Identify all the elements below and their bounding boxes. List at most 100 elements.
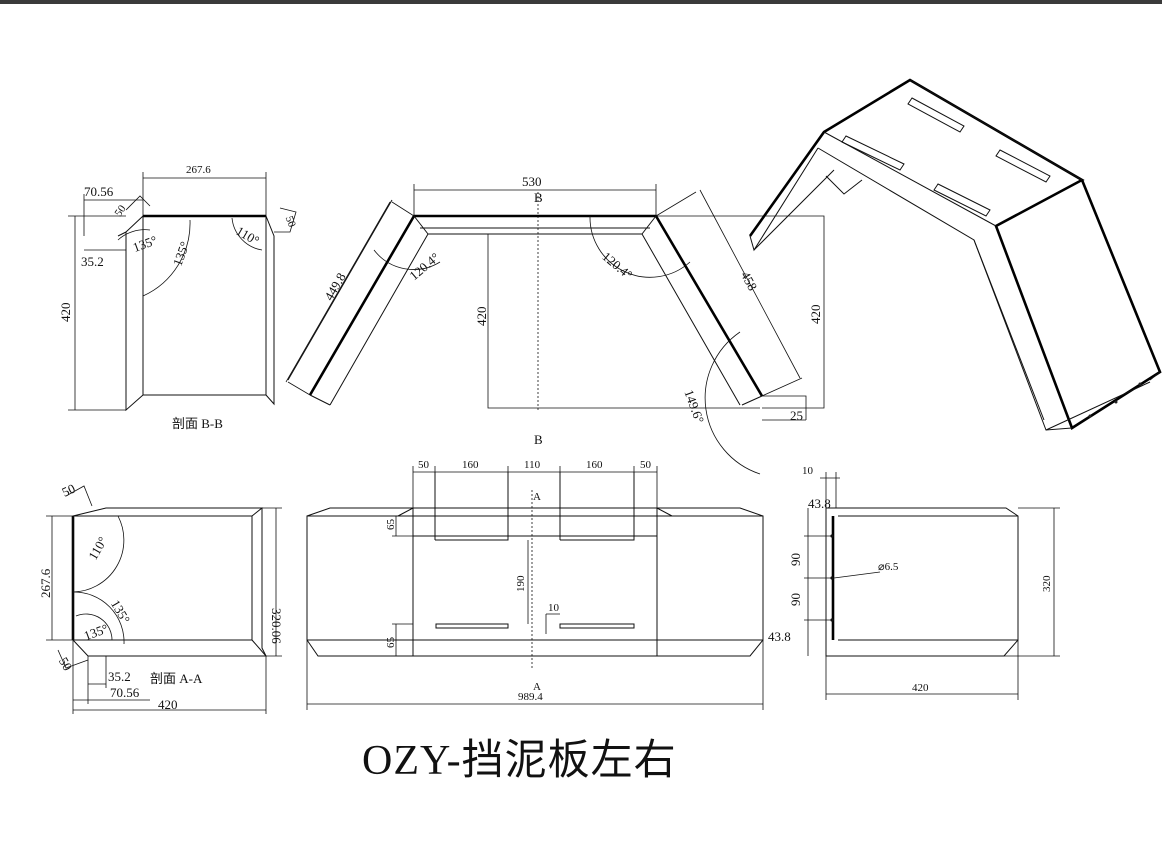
front-view-left-ext xyxy=(287,199,393,381)
section-bb-arc-110 xyxy=(231,217,263,251)
plan-view-dim-top-1: 50 xyxy=(418,459,430,471)
section-aa-arc-110 xyxy=(72,515,125,593)
front-view-dim-right xyxy=(655,189,803,397)
section-aa-dim-267 xyxy=(46,515,73,641)
plan-view-dims-top xyxy=(412,466,658,536)
section-bb-dim-height-label: 420 xyxy=(58,303,73,323)
section-bb-dim-70 xyxy=(83,194,143,236)
plan-view-slot-bottom-right xyxy=(559,623,635,629)
front-view-outer-profile xyxy=(308,214,764,397)
iso-hole-3 xyxy=(1138,382,1142,386)
plan-view-dim-top-3: 110 xyxy=(524,459,541,471)
section-aa-dim-420 xyxy=(72,640,267,714)
plan-view-dim-10-label: 10 xyxy=(548,602,560,614)
section-aa-arc-135a xyxy=(75,613,113,641)
side-view-dim-90a-label: 90 xyxy=(788,553,803,566)
section-bb-dim-top xyxy=(142,172,267,216)
plan-view-slot-top-left xyxy=(434,472,509,541)
section-aa-dim-320-label: 320.06 xyxy=(269,608,284,644)
section-aa-right-edge xyxy=(261,508,267,657)
plan-view-dim-10 xyxy=(545,613,560,634)
plan-view-inner-lines xyxy=(413,535,657,641)
section-bb-dim-70-label: 70.56 xyxy=(84,184,114,199)
side-view-dim-420 xyxy=(825,640,1019,700)
front-view-arc-left xyxy=(373,249,441,270)
plan-view-dim-190-label: 190 xyxy=(515,575,527,592)
side-view-hole-leader xyxy=(833,571,881,579)
section-bb-dim-50b-label: 50 xyxy=(283,214,298,229)
front-view-dim-right-label: 458 xyxy=(738,269,760,293)
section-bb-dim-top-label: 267.6 xyxy=(186,164,211,176)
iso-hole-2 xyxy=(1114,400,1118,404)
section-bb-dim-35-label: 35.2 xyxy=(81,254,104,269)
front-view-dim-h-right xyxy=(656,215,825,409)
plan-view-top-flange xyxy=(306,507,764,517)
section-bb-dim-50b xyxy=(274,207,297,233)
section-aa-dim-320 xyxy=(262,507,282,657)
section-bb-angle-135a: 135° xyxy=(131,232,159,255)
plan-view-dim-total-label: 989.4 xyxy=(518,691,543,703)
section-aa-top-flange xyxy=(72,507,264,517)
front-view-dim-25-label: 25 xyxy=(790,408,803,423)
section-bb-lip xyxy=(117,231,127,237)
front-view: 530 B B 449.8 458 420 420 25 120.4° 120.… xyxy=(285,174,825,475)
front-view-arc-right xyxy=(589,215,691,278)
section-bb-dim-50a xyxy=(125,195,151,211)
side-view-dim-90b-label: 90 xyxy=(788,593,803,606)
front-view-feet xyxy=(309,394,763,406)
plan-view-dim-65b xyxy=(392,623,413,657)
isometric-view xyxy=(748,78,1162,431)
section-aa-dim-70-label: 70.56 xyxy=(110,685,140,700)
front-view-dim-25 xyxy=(762,395,807,421)
drawing-title: OZY-挡泥板左右 xyxy=(362,738,677,784)
side-view-dim-438b-label: 43.8 xyxy=(768,629,791,644)
side-view-outline xyxy=(825,507,1019,657)
section-aa-angle-135b: 135° xyxy=(108,597,133,626)
section-aa-bottom-flange xyxy=(72,639,268,657)
section-aa-view: 50 50 267.6 320.06 35.2 70.56 420 剖面 A-A… xyxy=(38,481,284,714)
side-view-dim-438a-label: 43.8 xyxy=(808,496,831,511)
section-bb-arc-135a xyxy=(117,229,151,241)
front-view-dim-top-label: 530 xyxy=(522,174,542,189)
front-view-dim-top xyxy=(413,184,657,216)
plan-view-section-a-top: A xyxy=(533,491,541,503)
section-bb-left-flange xyxy=(125,215,144,412)
section-aa-dim-50a-label: 50 xyxy=(59,481,77,500)
iso-slot-4 xyxy=(995,149,1051,183)
plan-view-dim-65a-label: 65 xyxy=(385,519,397,531)
front-view-dim-left xyxy=(285,201,415,396)
iso-outer-edges xyxy=(748,78,1162,430)
plan-view-dim-top-4: 160 xyxy=(586,459,603,471)
section-aa-dim-420-label: 420 xyxy=(158,697,178,712)
window-top-bar xyxy=(0,0,1162,4)
front-view-section-b-top: B xyxy=(534,190,543,205)
side-view: 10 43.8 43.8 90 90 ⌀6.5 320 420 xyxy=(768,465,1060,700)
iso-hole-1 xyxy=(1088,414,1092,418)
iso-left-inner xyxy=(753,169,863,251)
section-aa-arc-135b xyxy=(72,591,125,645)
iso-slot-3 xyxy=(933,183,991,217)
section-bb-right-flange xyxy=(265,215,275,406)
section-bb-angle-135b: 135° xyxy=(170,240,193,268)
iso-back-bend xyxy=(909,79,1083,181)
plan-view-dim-top-2: 160 xyxy=(462,459,479,471)
plan-view-slot-top-right xyxy=(559,472,635,541)
side-view-dim-320-label: 320 xyxy=(1041,575,1053,592)
section-aa-dim-50b xyxy=(57,649,89,669)
side-view-dim-10 xyxy=(820,472,840,508)
plan-view-dim-65a xyxy=(392,515,413,537)
front-view-dim-left-label: 449.8 xyxy=(321,270,349,303)
section-aa-dim-35 xyxy=(88,656,107,688)
plan-view-dim-65b-label: 65 xyxy=(385,637,397,649)
plan-view-body xyxy=(306,515,764,641)
section-aa-face xyxy=(72,515,253,641)
front-view-angle-left: 120.4° xyxy=(406,250,442,284)
iso-left-foot xyxy=(749,147,819,252)
iso-right-foot xyxy=(973,239,1161,421)
side-view-dim-420-label: 420 xyxy=(912,682,929,694)
plan-view-dim-top-5: 50 xyxy=(640,459,652,471)
plan-view: 50 160 110 160 50 65 65 190 10 989.4 A A xyxy=(306,459,764,710)
section-aa-dim-50b-label: 50 xyxy=(56,655,75,674)
section-bb-dim-50a-label: 50 xyxy=(112,203,128,219)
